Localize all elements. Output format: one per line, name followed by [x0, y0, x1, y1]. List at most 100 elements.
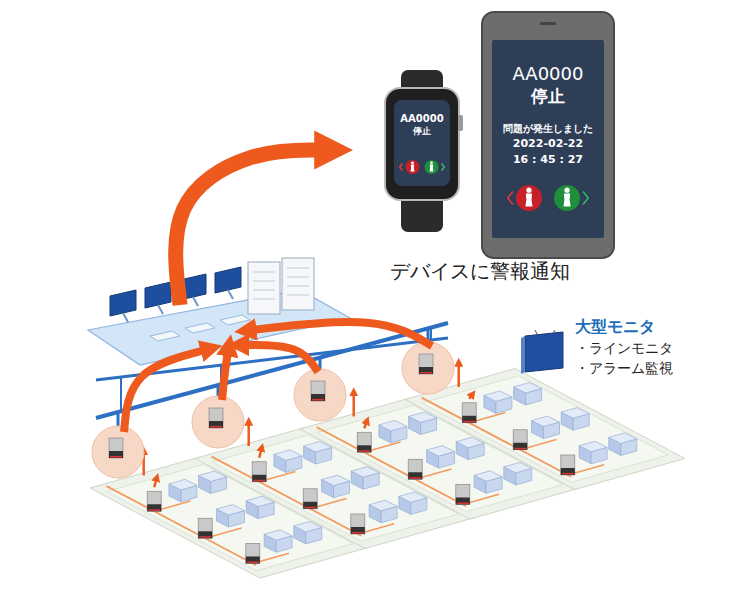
phone-body [482, 12, 614, 258]
server-slot [287, 295, 309, 296]
monitor-screen [145, 282, 171, 308]
controller-led [304, 507, 316, 509]
upload-arrow [124, 350, 205, 432]
controller-panel [462, 416, 476, 423]
controller-led [253, 480, 265, 482]
controller-panel [408, 472, 422, 479]
controller-panel [209, 421, 223, 428]
go-icon [554, 185, 580, 211]
desk [185, 323, 215, 333]
server-slot [287, 268, 309, 269]
gateway-halo [192, 396, 244, 448]
controller-box [109, 438, 123, 458]
status-icons [492, 180, 604, 216]
phone-speaker [540, 22, 556, 25]
right-chevron [442, 164, 445, 171]
monitor-legend: 大型モニタ・ラインモニタ・アラーム監視 [515, 316, 703, 386]
stop-icon [516, 185, 542, 211]
controller-box [408, 459, 422, 479]
controller-box [462, 403, 476, 423]
gateway-halo [294, 369, 346, 421]
monitor-stand [228, 290, 233, 299]
machine-top [379, 420, 407, 431]
phone-screen: AA0000停止問題が発生しました2022-02-2216 : 45 : 27 [492, 40, 604, 238]
field-wire [317, 427, 467, 506]
controller-led [352, 532, 364, 534]
controller-led [562, 473, 574, 475]
person-head [411, 161, 414, 164]
controller-panel [109, 451, 123, 458]
screen-text: 2022-02-22 [495, 136, 601, 152]
monitor-edge [521, 336, 525, 374]
machine-top [474, 471, 502, 482]
person-body [525, 193, 532, 206]
machine-top [369, 500, 397, 511]
screen-text: AA0000 [396, 113, 448, 126]
status-icons [394, 156, 450, 178]
field-wire [212, 457, 362, 536]
big-monitor-icon [517, 330, 567, 378]
watch-body [385, 88, 459, 200]
network [92, 323, 454, 478]
person-body [430, 165, 434, 172]
person-head [564, 188, 569, 193]
monitor-stand [158, 305, 163, 314]
machine-top [609, 433, 637, 444]
controller-box [252, 462, 266, 482]
legend-item: ・ラインモニタ [575, 338, 703, 358]
network-drop [430, 326, 432, 340]
controller-box [419, 354, 433, 374]
notify-arrow [176, 150, 322, 305]
desk [220, 315, 250, 325]
controller-led [312, 399, 324, 401]
screen-text: AA0000 [495, 62, 601, 85]
controller-box [246, 543, 260, 563]
monitor-stand [123, 313, 128, 322]
server-slot [253, 290, 275, 291]
server-slot [253, 299, 275, 300]
data-arrow [154, 480, 156, 487]
caption-label: デバイスに警報通知 [390, 258, 570, 285]
machine-top [579, 441, 607, 452]
server-slot [253, 272, 275, 273]
devices [385, 12, 614, 258]
legend-heading: 大型モニタ [575, 316, 703, 338]
plate-inner [422, 376, 668, 482]
controller-panel [561, 468, 575, 475]
controller-box [303, 489, 317, 509]
controller-led [110, 456, 122, 458]
monitor-screen [525, 332, 563, 372]
controller-panel [147, 504, 161, 511]
screen-text: 停止 [396, 126, 448, 137]
left-chevron [508, 192, 513, 205]
controller-panel [252, 475, 266, 482]
controller-panel [303, 502, 317, 509]
network-drop [120, 377, 122, 410]
controller-led [463, 421, 475, 423]
controller-led [409, 477, 421, 479]
controller-panel [513, 443, 527, 450]
machine-top [561, 408, 589, 419]
machine-top [169, 479, 197, 490]
controller-box [209, 408, 223, 428]
data-arrow [247, 424, 250, 446]
field-wire [107, 486, 257, 565]
data-arrow [259, 450, 261, 458]
machine-top [532, 416, 560, 427]
data-arrow [469, 396, 471, 399]
desk [150, 331, 180, 341]
watch-screen: AA0000停止 [394, 100, 450, 186]
left-chevron [400, 164, 403, 171]
gateway-halo [402, 342, 454, 394]
controller-led [199, 536, 211, 538]
machine-top [427, 446, 455, 457]
controller-panel [419, 367, 433, 374]
server-slot [253, 281, 275, 282]
legend-item: ・アラーム監視 [575, 358, 703, 378]
controller-box [357, 432, 371, 452]
controller-box [561, 455, 575, 475]
server-rack [282, 258, 314, 310]
controller-box [351, 514, 365, 534]
controller-box [513, 430, 527, 450]
